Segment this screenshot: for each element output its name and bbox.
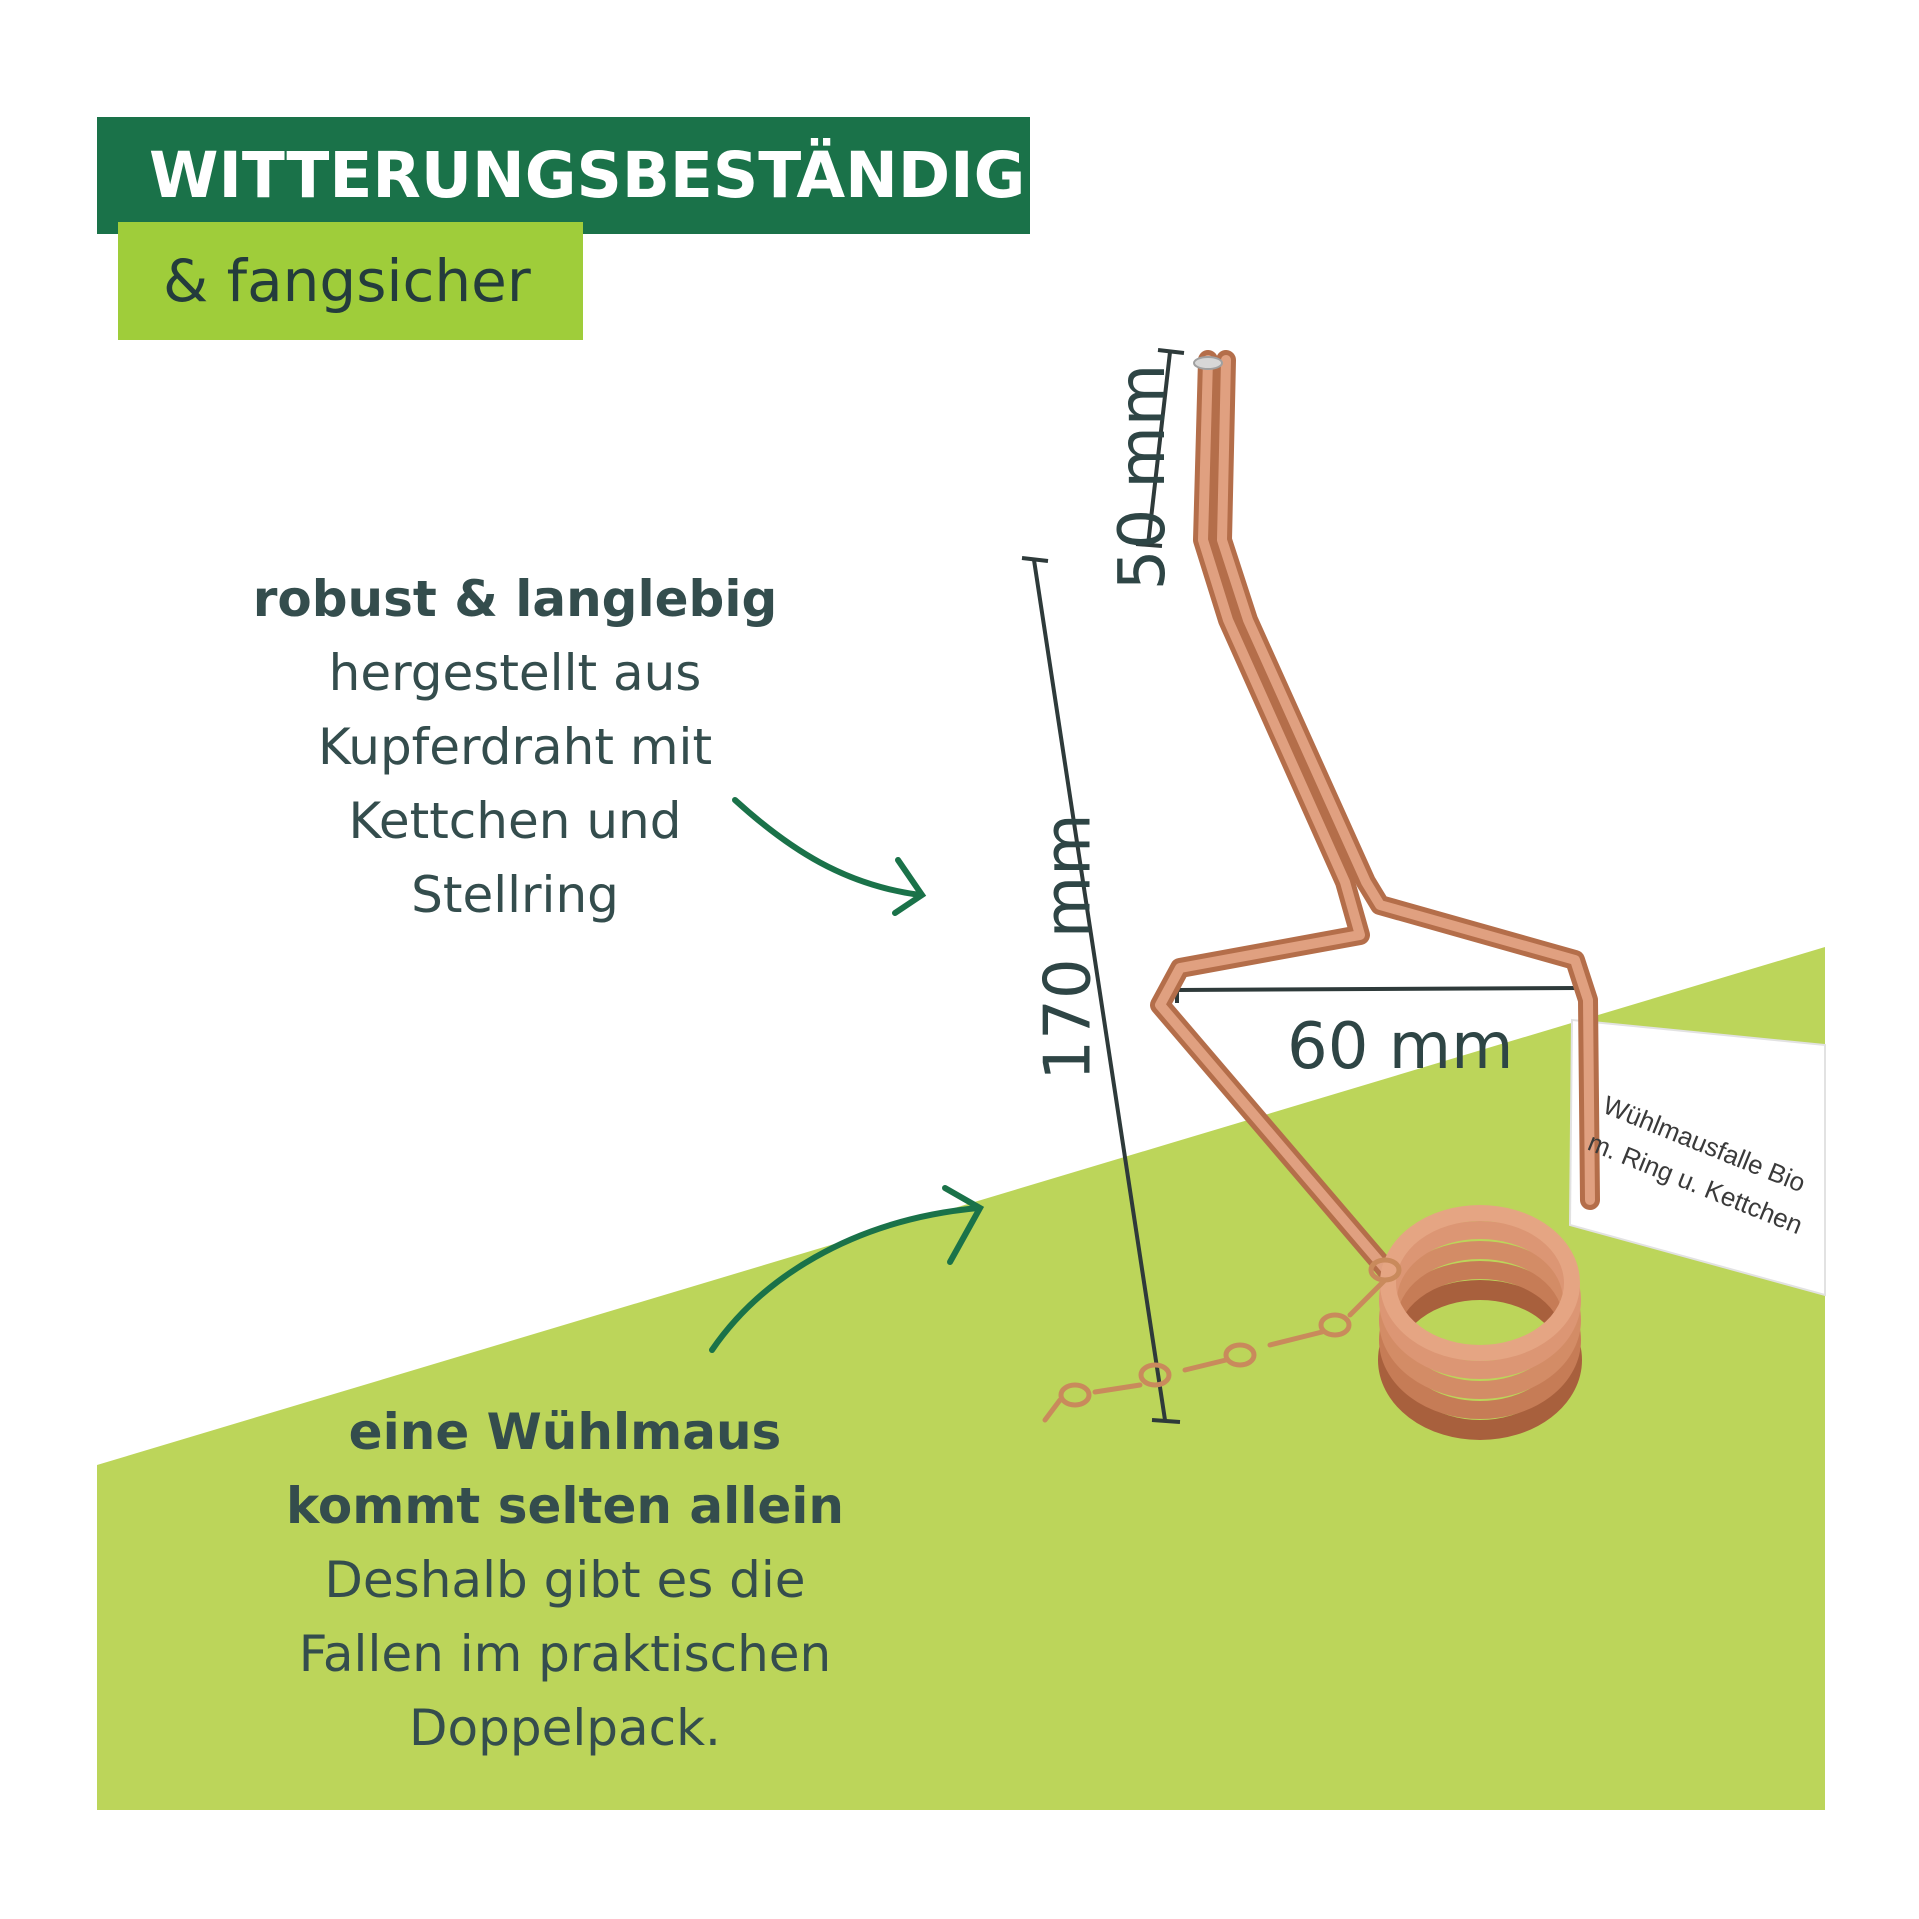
arrow-to-chain (709, 1185, 985, 1353)
header-title: WITTERUNGSBESTÄNDIG (149, 139, 1026, 212)
header-subtitle: & fangsicher (163, 247, 531, 315)
feature-robust-headline: robust & langlebig (252, 570, 778, 628)
feature-mouse-line: Doppelpack. (409, 1699, 721, 1757)
feature-mouse-text: eine Wühlmaus kommt selten allein Deshal… (205, 1395, 925, 1765)
green-background-shape (97, 947, 1825, 1810)
feature-mouse-line: Deshalb gibt es die (324, 1551, 806, 1609)
copper-trap-illustration (1042, 350, 1600, 1440)
feature-robust-line: Kupferdraht mit (317, 718, 713, 776)
product-tag-shape (1568, 1018, 1826, 1297)
spring-coil (1378, 1205, 1582, 1440)
header-banner: WITTERUNGSBESTÄNDIG (97, 117, 1030, 234)
chain (1042, 1257, 1402, 1423)
feature-mouse-headline: kommt selten allein (285, 1477, 845, 1535)
feature-robust-line: Stellring (411, 866, 619, 924)
dimension-width-label: 60 mm (1287, 1010, 1514, 1084)
dimension-height-label: 170 mm (1031, 813, 1106, 1081)
feature-mouse-headline: eine Wühlmaus (348, 1403, 782, 1461)
feature-mouse-line: Fallen im praktischen (298, 1625, 832, 1683)
dimension-top-label: 50 mm (1106, 363, 1181, 591)
feature-robust-line: Kettchen und (348, 792, 682, 850)
feature-robust-line: hergestellt aus (328, 644, 702, 702)
arrow-to-wire (732, 797, 927, 916)
feature-robust-text: robust & langlebig hergestellt aus Kupfe… (215, 562, 815, 932)
subheader-banner: & fangsicher (118, 222, 583, 340)
